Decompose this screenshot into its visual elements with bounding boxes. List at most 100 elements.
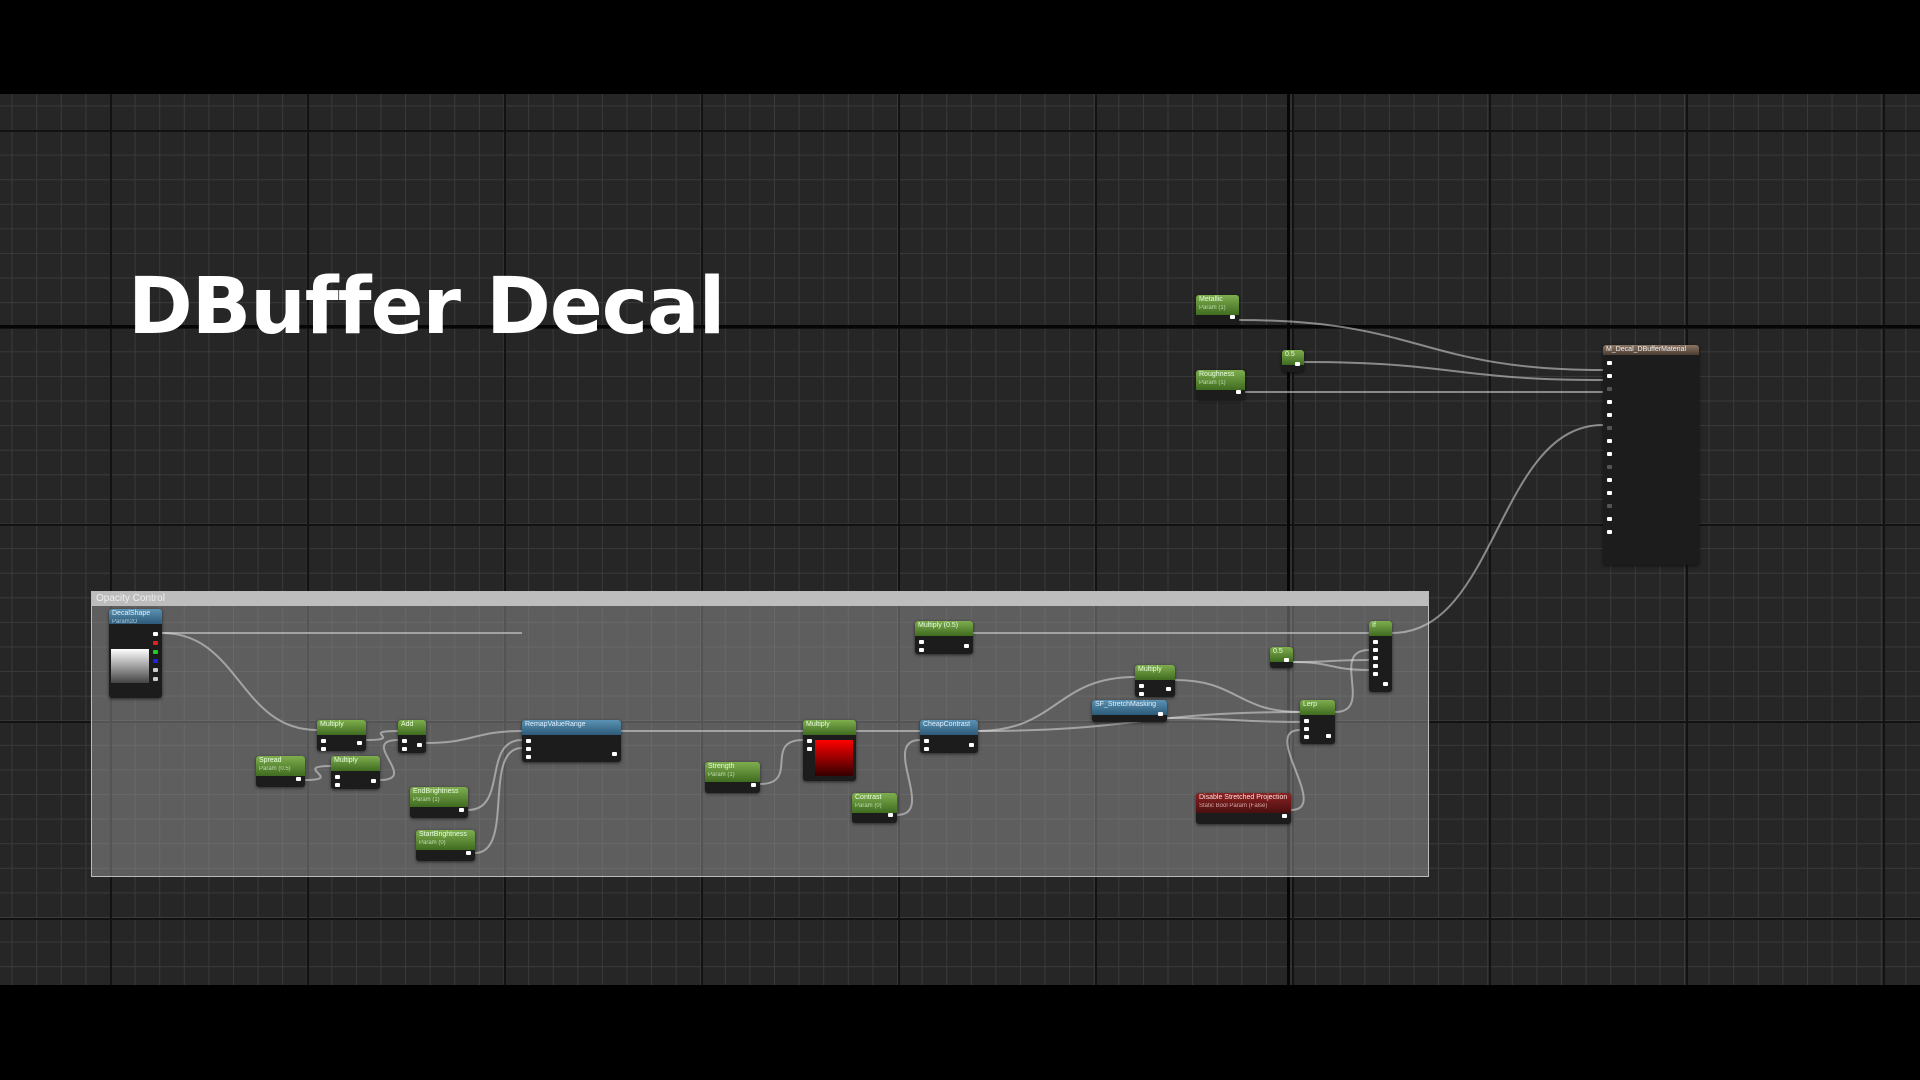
node-title[interactable]: Multiply: [803, 720, 856, 735]
input-pin[interactable]: [1607, 400, 1612, 404]
output-pin[interactable]: [296, 777, 301, 781]
material-node[interactable]: Lerp: [1300, 700, 1335, 744]
input-pin[interactable]: [402, 739, 407, 743]
output-pin[interactable]: [153, 650, 158, 654]
material-node[interactable]: Multiply: [331, 756, 380, 789]
node-title[interactable]: 0.5: [1282, 350, 1304, 365]
input-pin[interactable]: [526, 739, 531, 743]
output-pin[interactable]: [964, 644, 969, 648]
input-pin[interactable]: [1607, 361, 1612, 365]
input-pin[interactable]: [1607, 491, 1612, 495]
input-pin[interactable]: [924, 747, 929, 751]
output-pin[interactable]: [1282, 814, 1287, 818]
input-pin[interactable]: [1304, 727, 1309, 731]
input-pin[interactable]: [526, 747, 531, 751]
output-pin[interactable]: [1230, 315, 1235, 319]
input-pin[interactable]: [1607, 426, 1612, 430]
material-node[interactable]: 0.5: [1282, 350, 1304, 372]
input-pin[interactable]: [924, 739, 929, 743]
node-title[interactable]: M_Decal_DBufferMaterial: [1603, 345, 1699, 355]
input-pin[interactable]: [1607, 413, 1612, 417]
node-title[interactable]: Add: [398, 720, 426, 735]
material-node[interactable]: M_Decal_DBufferMaterial: [1603, 345, 1699, 565]
input-pin[interactable]: [335, 775, 340, 779]
material-node[interactable]: Add: [398, 720, 426, 753]
output-pin[interactable]: [969, 743, 974, 747]
input-pin[interactable]: [1304, 719, 1309, 723]
material-node[interactable]: Multiply: [317, 720, 366, 751]
output-pin[interactable]: [751, 783, 756, 787]
output-pin[interactable]: [1166, 687, 1171, 691]
node-title[interactable]: RemapValueRange: [522, 720, 621, 735]
input-pin[interactable]: [1607, 517, 1612, 521]
output-pin[interactable]: [153, 659, 158, 663]
node-title[interactable]: Multiply: [331, 756, 380, 771]
input-pin[interactable]: [919, 640, 924, 644]
output-pin[interactable]: [357, 741, 362, 745]
node-title[interactable]: Multiply: [1135, 665, 1175, 680]
material-node[interactable]: Multiply: [1135, 665, 1175, 697]
output-pin[interactable]: [153, 641, 158, 645]
input-pin[interactable]: [1373, 664, 1378, 668]
node-title[interactable]: Multiply: [317, 720, 366, 735]
node-title[interactable]: If: [1369, 621, 1392, 636]
node-title[interactable]: CheapContrast: [920, 720, 978, 735]
input-pin[interactable]: [1607, 439, 1612, 443]
input-pin[interactable]: [335, 783, 340, 787]
material-node[interactable]: 0.5: [1270, 647, 1293, 668]
output-pin[interactable]: [1284, 658, 1289, 662]
input-pin[interactable]: [1607, 478, 1612, 482]
output-pin[interactable]: [466, 851, 471, 855]
material-node[interactable]: If: [1369, 621, 1392, 692]
input-pin[interactable]: [1373, 672, 1378, 676]
output-pin[interactable]: [459, 808, 464, 812]
input-pin[interactable]: [1139, 684, 1144, 688]
input-pin[interactable]: [1373, 656, 1378, 660]
input-pin[interactable]: [1304, 735, 1309, 739]
input-pin[interactable]: [1607, 452, 1612, 456]
input-pin[interactable]: [1373, 640, 1378, 644]
input-pin[interactable]: [321, 739, 326, 743]
node-title[interactable]: 0.5: [1270, 647, 1293, 662]
input-pin[interactable]: [1607, 504, 1612, 508]
output-pin[interactable]: [153, 668, 158, 672]
output-pin[interactable]: [371, 779, 376, 783]
material-node[interactable]: Multiply (0.5): [915, 621, 973, 654]
input-pin[interactable]: [807, 747, 812, 751]
output-pin[interactable]: [153, 632, 158, 636]
input-pin[interactable]: [1607, 374, 1612, 378]
input-pin[interactable]: [1139, 692, 1144, 696]
output-pin[interactable]: [612, 752, 617, 756]
input-pin[interactable]: [1607, 465, 1612, 469]
output-pin[interactable]: [1383, 682, 1388, 686]
input-pin[interactable]: [1607, 387, 1612, 391]
output-pin[interactable]: [417, 743, 422, 747]
input-pin[interactable]: [1373, 648, 1378, 652]
output-pin[interactable]: [1295, 362, 1300, 366]
output-pin[interactable]: [888, 813, 893, 817]
output-pin[interactable]: [1236, 390, 1241, 394]
input-pin[interactable]: [919, 648, 924, 652]
comment-box[interactable]: Opacity Control: [91, 591, 1429, 877]
material-node[interactable]: Multiply: [803, 720, 856, 781]
output-pin[interactable]: [153, 677, 158, 681]
input-pin[interactable]: [321, 747, 326, 751]
